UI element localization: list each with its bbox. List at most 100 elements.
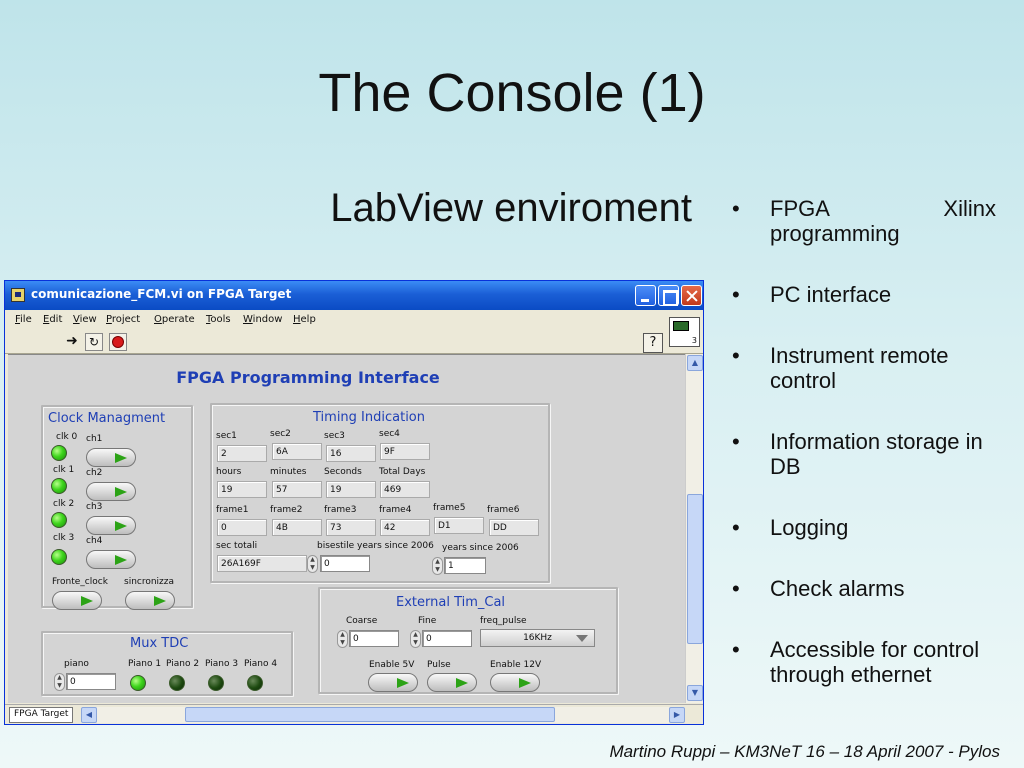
scroll-right-icon[interactable]: ▶	[669, 707, 685, 723]
menu-tools[interactable]: Tools	[206, 314, 231, 325]
bullet-item: PC interface	[728, 282, 996, 307]
minimize-button[interactable]	[635, 285, 656, 306]
clock-management-group	[41, 405, 193, 608]
sec3-label: sec3	[324, 431, 345, 441]
abort-execution-icon[interactable]	[109, 333, 127, 351]
years-spinner[interactable]: ▲▼	[432, 557, 443, 575]
piano3-label: Piano 3	[205, 659, 239, 669]
timing-indication-title: Timing Indication	[313, 410, 426, 425]
years-control[interactable]: 1	[444, 557, 486, 574]
pulse-label: Pulse	[427, 660, 451, 670]
vi-icon-graphic	[673, 321, 689, 331]
piano4-led	[247, 675, 263, 691]
piano2-label: Piano 2	[166, 659, 200, 669]
panel-title: FPGA Programming Interface	[176, 368, 440, 387]
ch2-switch[interactable]	[86, 482, 136, 501]
slide-footer: Martino Ruppi – KM3NeT 16 – 18 April 200…	[609, 742, 1000, 761]
clk0-led	[51, 445, 67, 461]
frame3-label: frame3	[324, 505, 357, 515]
menu-bar: File Edit View Project Operate Tools Win…	[5, 310, 703, 330]
scroll-down-icon[interactable]: ▼	[687, 685, 703, 701]
total-days-label: Total Days	[379, 467, 426, 477]
labview-app-icon	[11, 288, 25, 302]
timing-indication-group	[210, 403, 550, 583]
vertical-scroll-thumb[interactable]	[687, 494, 703, 644]
ch1-switch[interactable]	[86, 448, 136, 467]
ch4-label: ch4	[86, 536, 103, 546]
bullet-item: Information storage in DB	[728, 429, 996, 479]
coarse-label: Coarse	[346, 616, 378, 626]
ch2-label: ch2	[86, 468, 103, 478]
piano3-led	[208, 675, 224, 691]
horizontal-scrollbar[interactable]: ◀ ▶	[81, 707, 685, 723]
sincronizza-switch[interactable]	[125, 591, 175, 610]
piano4-label: Piano 4	[244, 659, 278, 669]
bullet-item: Logging	[728, 515, 996, 540]
sec1-indicator: 2	[217, 445, 267, 462]
enable-5v-switch[interactable]	[368, 673, 418, 692]
vertical-scrollbar[interactable]: ▲ ▼	[685, 354, 703, 703]
bisestile-control[interactable]: 0	[320, 555, 370, 572]
enable-12v-switch[interactable]	[490, 673, 540, 692]
sincronizza-label: sincronizza	[124, 577, 175, 587]
sec2-label: sec2	[270, 429, 291, 439]
fine-label: Fine	[418, 616, 437, 626]
maximize-button[interactable]	[658, 285, 679, 306]
menu-project[interactable]: Project	[106, 314, 141, 325]
horizontal-scroll-thumb[interactable]	[185, 707, 555, 722]
scroll-left-icon[interactable]: ◀	[81, 707, 97, 723]
clk1-label: clk 1	[53, 465, 75, 475]
external-timcal-title: External Tim_Cal	[396, 595, 506, 610]
close-button[interactable]	[681, 285, 702, 306]
menu-operate[interactable]: Operate	[154, 314, 195, 325]
years-since-label: years since 2006	[442, 543, 519, 553]
menu-window[interactable]: Window	[243, 314, 283, 325]
frame4-indicator: 42	[380, 519, 430, 536]
scroll-up-icon[interactable]: ▲	[687, 355, 703, 371]
ch4-switch[interactable]	[86, 550, 136, 569]
run-continuously-icon[interactable]: ↻	[85, 333, 103, 351]
bullet-item: FPGA Xilinx programming	[728, 196, 996, 246]
menu-edit[interactable]: Edit	[43, 314, 63, 325]
context-help-button[interactable]: ?	[643, 333, 663, 353]
fine-spinner[interactable]: ▲▼	[410, 630, 421, 648]
freq-pulse-value: 16KHz	[523, 633, 552, 643]
fronte-clock-switch[interactable]	[52, 591, 102, 610]
piano1-label: Piano 1	[128, 659, 162, 669]
sec-totali-spinner[interactable]: ▲▼	[307, 555, 318, 573]
frame6-label: frame6	[487, 505, 520, 515]
status-bar: FPGA Target ◀ ▶	[5, 704, 703, 724]
seconds-indicator: 19	[326, 481, 376, 498]
run-arrow-icon[interactable]: ➜	[66, 333, 78, 349]
piano2-led	[169, 675, 185, 691]
fronte-clock-label: Fronte_clock	[52, 577, 108, 587]
bullet-item: Accessible for control through ethernet	[728, 637, 996, 687]
target-label: FPGA Target	[9, 707, 74, 723]
piano-label: piano	[64, 659, 89, 669]
coarse-control[interactable]: 0	[349, 630, 399, 647]
frame4-label: frame4	[379, 505, 412, 515]
ch1-label: ch1	[86, 434, 103, 444]
sec1-label: sec1	[216, 431, 237, 441]
mux-tdc-title: Mux TDC	[130, 636, 189, 651]
coarse-spinner[interactable]: ▲▼	[337, 630, 348, 648]
freq-pulse-dropdown[interactable]: 16KHz	[480, 629, 595, 647]
menu-file[interactable]: File	[15, 314, 32, 325]
freq-pulse-label: freq_pulse	[480, 616, 527, 626]
pulse-switch[interactable]	[427, 673, 477, 692]
piano-control[interactable]: 0	[66, 673, 116, 690]
clk3-led	[51, 549, 67, 565]
piano-spinner[interactable]: ▲▼	[54, 673, 65, 691]
minutes-label: minutes	[270, 467, 307, 477]
sec-totali-indicator: 26A169F	[217, 555, 307, 572]
frame1-indicator: 0	[217, 519, 267, 536]
menu-help[interactable]: Help	[293, 314, 316, 325]
frame5-indicator: D1	[434, 517, 484, 534]
window-titlebar[interactable]: comunicazione_FCM.vi on FPGA Target	[5, 281, 703, 310]
fine-control[interactable]: 0	[422, 630, 472, 647]
ch3-switch[interactable]	[86, 516, 136, 535]
toolbar: ➜ ↻	[5, 330, 703, 354]
clk3-label: clk 3	[53, 533, 75, 543]
menu-view[interactable]: View	[73, 314, 97, 325]
enable-5v-label: Enable 5V	[369, 660, 415, 670]
